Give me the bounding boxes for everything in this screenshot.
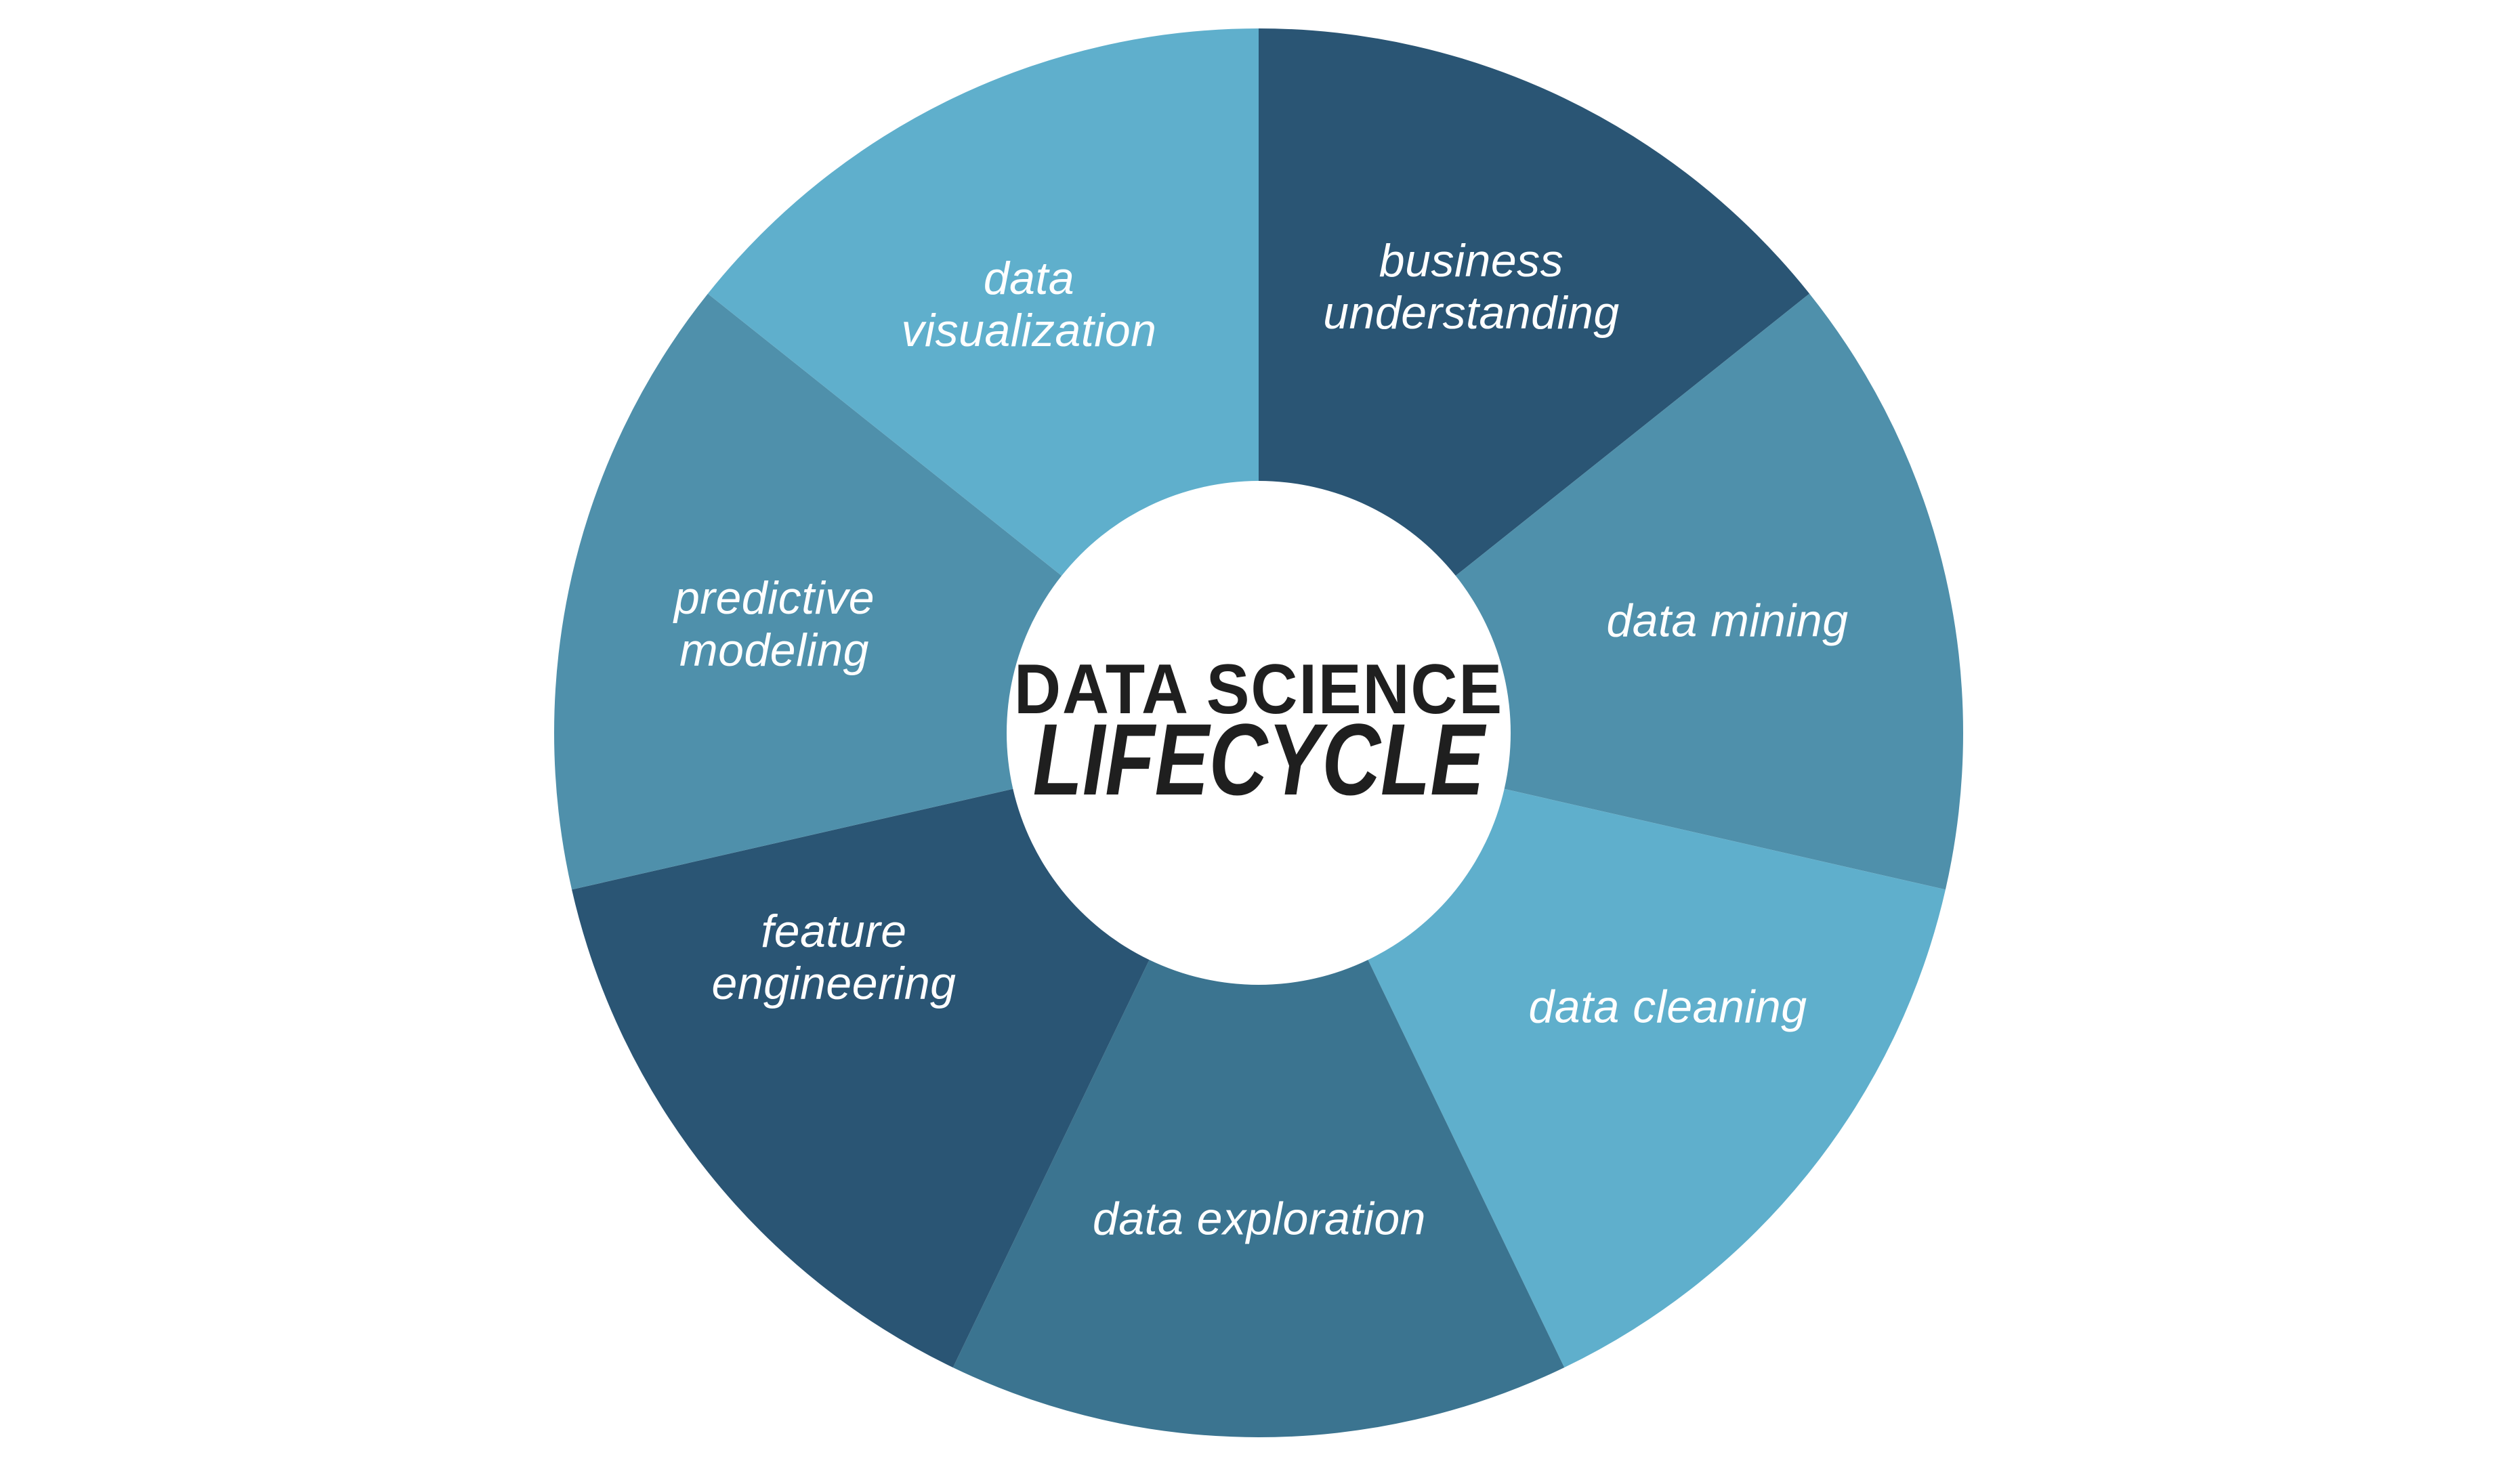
segment-feature-engineering xyxy=(572,788,1150,1368)
chart-center-title: DATA SCIENCE LIFECYCLE xyxy=(976,654,1540,810)
title-line-2: LIFECYCLE xyxy=(1032,702,1485,816)
title-line-1: DATA SCIENCE xyxy=(1014,650,1503,729)
segment-data-mining xyxy=(1455,293,1963,890)
segment-data-visualization xyxy=(707,28,1259,576)
segment-label-data-exploration: data exploration xyxy=(1093,1193,1426,1245)
segment-data-cleaning xyxy=(1368,788,1946,1368)
segment-data-exploration xyxy=(952,960,1565,1437)
segment-label-data-cleaning: data cleaning xyxy=(1528,981,1807,1033)
segment-label-data-mining: data mining xyxy=(1606,595,1849,647)
segment-predictive-modeling xyxy=(554,293,1062,890)
segment-business-understanding xyxy=(1259,28,1810,576)
